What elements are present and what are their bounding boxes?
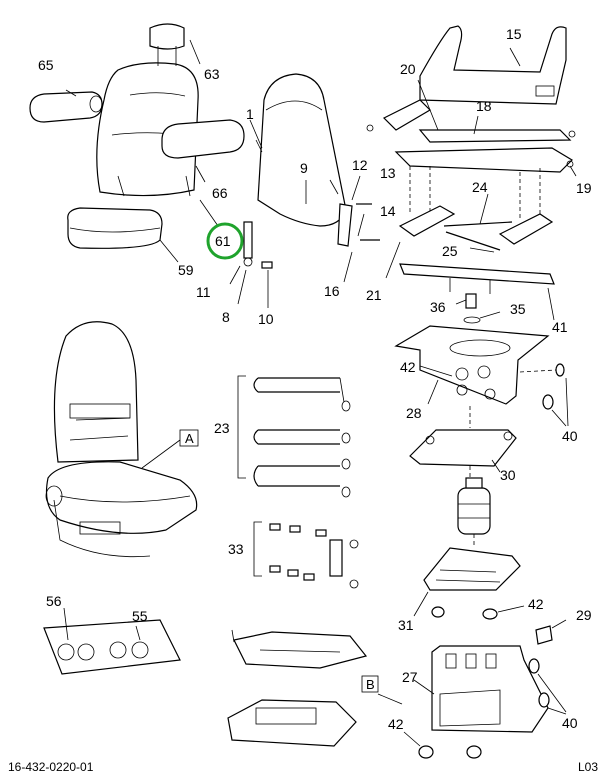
view-label-a: A bbox=[185, 431, 194, 446]
callout-36: 36 bbox=[430, 299, 446, 315]
pivot-bracket bbox=[229, 221, 273, 308]
bumper bbox=[535, 619, 567, 645]
callout-9: 9 bbox=[300, 160, 308, 176]
lever-and-bolts bbox=[337, 175, 380, 283]
callout-33: 33 bbox=[228, 541, 244, 557]
bracket-23 bbox=[237, 375, 246, 479]
callout-18: 18 bbox=[476, 98, 492, 114]
link-rods bbox=[253, 377, 351, 498]
drawing-code: L03 bbox=[578, 760, 598, 774]
callout-13: 13 bbox=[380, 165, 396, 181]
callout-15: 15 bbox=[506, 26, 522, 42]
callout-28: 28 bbox=[406, 405, 422, 421]
callout-10: 10 bbox=[258, 311, 274, 327]
callout-42c: 42 bbox=[388, 716, 404, 732]
callout-1: 1 bbox=[246, 106, 254, 122]
callout-65: 65 bbox=[38, 57, 54, 73]
adjuster-rails bbox=[385, 193, 554, 279]
seat-cushion bbox=[67, 207, 163, 249]
callout-55: 55 bbox=[132, 608, 148, 624]
upper-scissor-arm bbox=[409, 429, 517, 473]
suspension-top-plate bbox=[394, 325, 550, 405]
callout-23: 23 bbox=[214, 420, 230, 436]
armrest-left bbox=[29, 91, 103, 123]
headrest bbox=[149, 23, 185, 66]
callout-11: 11 bbox=[196, 284, 211, 300]
seat-slide-frame bbox=[366, 99, 577, 177]
callout-27: 27 bbox=[402, 669, 418, 685]
callout-61: 61 bbox=[215, 233, 231, 249]
callout-56: 56 bbox=[46, 593, 62, 609]
callout-25: 25 bbox=[442, 243, 458, 259]
seat-back-frame bbox=[255, 73, 347, 227]
cross-bar bbox=[399, 263, 555, 321]
damper-kit bbox=[269, 523, 359, 589]
callout-59: 59 bbox=[178, 262, 194, 278]
callout-30: 30 bbox=[500, 467, 516, 483]
callout-12: 12 bbox=[352, 157, 368, 173]
callout-20: 20 bbox=[400, 61, 416, 77]
air-spring bbox=[457, 477, 491, 535]
callout-42b: 42 bbox=[528, 596, 544, 612]
view-a-box bbox=[179, 429, 199, 447]
floor-plate-lower bbox=[227, 699, 357, 747]
callout-35: 35 bbox=[510, 301, 526, 317]
seat-pan-top bbox=[417, 25, 567, 131]
seat-back-cushion bbox=[96, 62, 199, 197]
callout-31: 31 bbox=[398, 617, 414, 633]
callout-24: 24 bbox=[472, 179, 488, 195]
callout-21: 21 bbox=[366, 287, 382, 303]
callout-labels: 65 63 1 9 12 13 14 16 61 66 59 11 8 10 1… bbox=[38, 26, 592, 732]
view-b-box bbox=[361, 675, 379, 693]
bracket-33 bbox=[253, 521, 262, 577]
floor-plate-upper bbox=[231, 629, 368, 669]
damper-mount bbox=[455, 293, 501, 324]
view-label-b: B bbox=[366, 677, 375, 692]
callout-14: 14 bbox=[380, 203, 396, 219]
callout-40a: 40 bbox=[562, 428, 578, 444]
lower-scissor-arm bbox=[413, 547, 521, 617]
base-bracket bbox=[413, 645, 549, 733]
assembled-seat bbox=[45, 321, 198, 558]
callout-16: 16 bbox=[324, 283, 340, 299]
callout-8: 8 bbox=[222, 309, 230, 325]
callout-66: 66 bbox=[212, 185, 228, 201]
drawing-part-number: 16-432-0220-01 bbox=[8, 760, 94, 774]
callout-41: 41 bbox=[552, 319, 568, 335]
armrest-right bbox=[161, 119, 245, 159]
control-panel bbox=[43, 607, 181, 675]
highlight-circle bbox=[206, 222, 244, 260]
callout-19: 19 bbox=[576, 180, 592, 196]
callout-42a: 42 bbox=[400, 359, 416, 375]
callout-29: 29 bbox=[576, 607, 592, 623]
callout-40b: 40 bbox=[562, 715, 578, 731]
callout-63: 63 bbox=[204, 66, 220, 82]
